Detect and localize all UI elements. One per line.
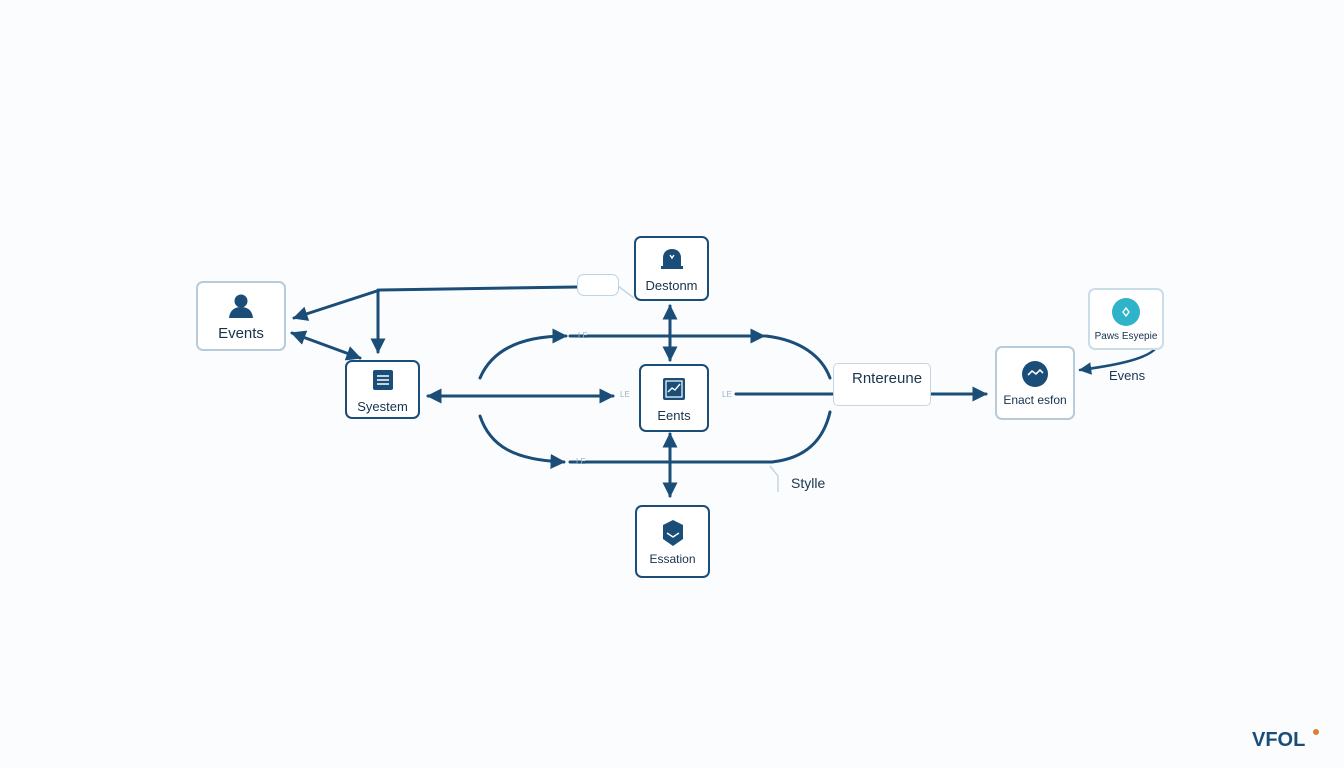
logo-text: VFOL (1252, 729, 1305, 751)
connector-upper-arc-right (764, 334, 832, 380)
connector-upper-arc-left (478, 328, 568, 380)
rnterune-box[interactable]: Rntereune (833, 363, 931, 406)
node-enact[interactable]: Enact esfon (995, 346, 1075, 420)
brand-logo: VFOL (1252, 727, 1322, 756)
tick-label-4: LE (576, 457, 586, 466)
connector-lower-arc-left (478, 414, 566, 469)
node-destonm-label: Destonm (645, 278, 698, 293)
style-label: Stylle (791, 475, 826, 491)
connector-lower-arc-right (770, 410, 832, 464)
top-pill[interactable] (577, 274, 619, 296)
connector-events-system (290, 330, 362, 361)
evens-label: Evens (1109, 368, 1146, 383)
node-system[interactable]: Syestem (345, 360, 420, 419)
tick-label-1: LE (578, 331, 588, 340)
handshake-icon (1021, 359, 1049, 389)
node-teal-label: Paws Esyepie (1094, 330, 1158, 342)
node-system-label: Syestem (357, 399, 408, 414)
connector-top-to-events (292, 285, 579, 321)
node-enact-label: Enact esfon (1003, 393, 1067, 407)
chart-window-icon (662, 374, 686, 404)
node-events-left-label: Events (218, 324, 264, 342)
rnterune-label: Rntereune (852, 370, 923, 387)
callout-line-top (617, 285, 635, 299)
shield-icon (661, 518, 685, 548)
teal-diamond-icon (1111, 297, 1141, 327)
node-events-left[interactable]: Events (196, 281, 286, 351)
node-essation-label: Essation (649, 551, 696, 566)
tick-label-3: LE (722, 390, 732, 399)
node-center-label: Eents (657, 407, 691, 423)
node-teal[interactable]: Paws Esyepie (1088, 288, 1164, 350)
connector-teal-enact (1078, 346, 1158, 375)
bell-icon (659, 244, 685, 274)
node-center[interactable]: Eents (639, 364, 709, 432)
callout-line-style (769, 465, 779, 492)
document-icon (372, 365, 394, 395)
person-icon (227, 291, 255, 321)
node-destonm[interactable]: Destonm (634, 236, 709, 301)
tick-label-2: LE (620, 390, 630, 399)
node-essation[interactable]: Essation (635, 505, 710, 578)
